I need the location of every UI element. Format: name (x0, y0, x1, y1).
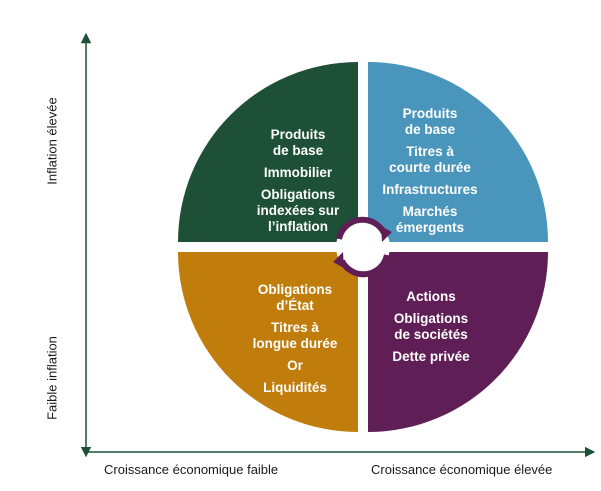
cycle-arrows-icon (333, 216, 392, 278)
asset-private-debt: Dette privée (392, 349, 470, 364)
quadrant-top-right (368, 62, 548, 242)
quadrant-bottom-left-text: Obligations d’État Titres à longue durée… (230, 282, 360, 396)
quadrant-top-left-text: Produits de base Immobilier Obligations … (233, 127, 363, 235)
x-axis-label-left: Croissance économique faible (104, 462, 279, 477)
quadrant-bottom-right (368, 252, 548, 432)
asset-equities: Actions (406, 289, 456, 304)
asset-infrastructure: Infrastructures (382, 182, 478, 197)
asset-gold: Or (287, 358, 303, 373)
quadrant-bottom-right-text: Actions Obligations de sociétés Dette pr… (366, 289, 496, 365)
asset-short-duration: Titres à courte durée (389, 144, 471, 175)
asset-emerging-markets: Marchés émergents (395, 204, 465, 235)
asset-cash: Liquidités (263, 380, 327, 395)
x-axis-label-right: Croissance économique élevée (371, 462, 553, 477)
y-axis-label-bottom: Faible inflation (44, 336, 60, 420)
asset-real-estate: Immobilier (263, 165, 333, 180)
asset-inflation-linked-bonds: Obligations indexées sur l’inflation (256, 187, 340, 234)
asset-long-duration: Titres à longue durée (252, 320, 338, 351)
asset-corporate-bonds: Obligations de sociétés (393, 311, 469, 342)
quadrant-top-left (178, 62, 358, 242)
asset-commodities: Produits de base (270, 127, 326, 158)
quadrant-bottom-left (178, 252, 358, 432)
asset-commodities: Produits de base (402, 106, 458, 137)
y-axis-label-top: Inflation élevée (44, 97, 60, 185)
quadrant-top-right-text: Produits de base Titres à courte durée I… (365, 106, 495, 236)
asset-government-bonds: Obligations d’État (257, 282, 333, 313)
